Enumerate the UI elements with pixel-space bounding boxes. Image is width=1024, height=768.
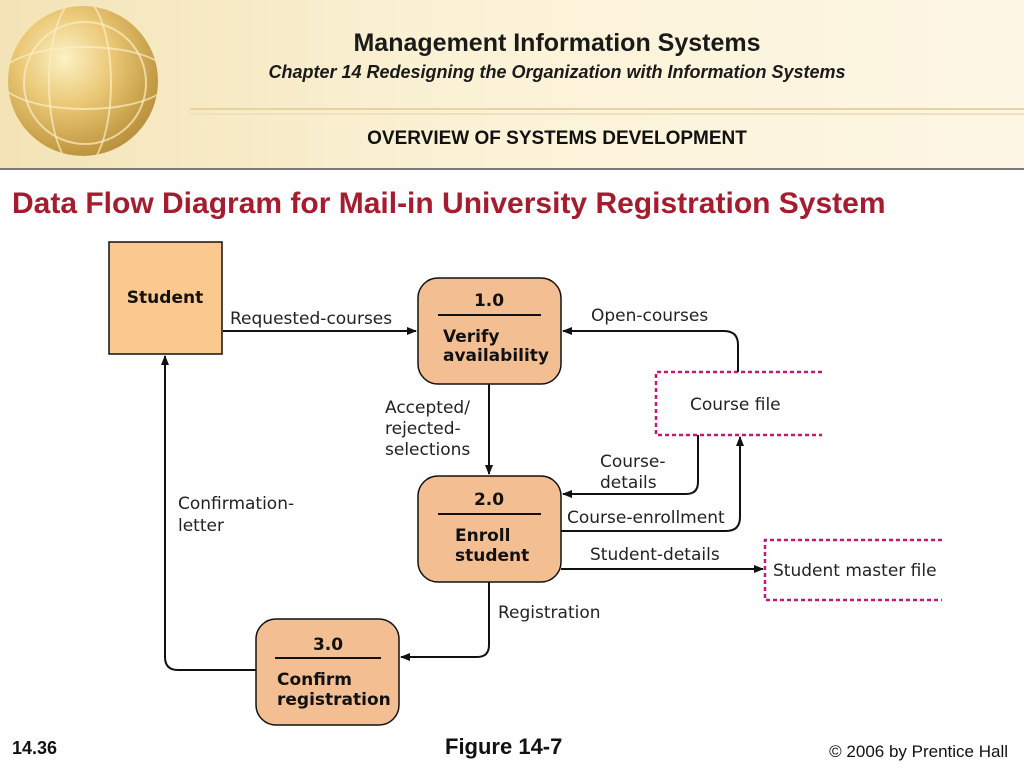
copyright: © 2006 by Prentice Hall	[829, 742, 1008, 761]
entity-student-label: Student	[127, 288, 203, 308]
process-3-number: 3.0	[313, 635, 343, 655]
flow-course-enrollment-label: Course-enrollment	[567, 508, 725, 528]
flow-open-courses	[562, 327, 739, 372]
process-2-line1: Enroll	[455, 526, 510, 546]
flow-confirmation-letter	[161, 355, 256, 671]
process-3-line1: Confirm	[277, 670, 352, 690]
process-3-line2: registration	[277, 690, 391, 710]
header-divider-secondary	[190, 113, 1024, 115]
flow-open-courses-label: Open-courses	[591, 306, 708, 326]
store-student-master-file-label: Student master file	[773, 561, 937, 581]
process-1-verify-availability: 1.0 Verify availability	[417, 277, 562, 385]
chapter-title: Chapter 14 Redesigning the Organization …	[268, 62, 846, 82]
store-student-master-file: Student master file	[763, 538, 942, 602]
process-2-line2: student	[455, 546, 529, 566]
globe-icon	[8, 6, 158, 156]
flow-course-details	[562, 435, 699, 498]
flow-requested-courses-label: Requested-courses	[230, 309, 392, 329]
flow-accepted-label-3: selections	[385, 440, 470, 460]
course-title: Management Information Systems	[353, 29, 761, 57]
store-course-file-label: Course file	[690, 395, 781, 415]
flow-course-enrollment	[561, 436, 744, 532]
header-divider	[190, 108, 1024, 110]
process-2-number: 2.0	[474, 490, 504, 510]
flow-course-details-label-2: details	[600, 473, 657, 493]
flow-accepted-label-2: rejected-	[385, 419, 461, 439]
flow-confirmation-label-2: letter	[178, 516, 224, 536]
process-2-enroll-student: 2.0 Enroll student	[417, 475, 562, 583]
process-3-confirm-registration: 3.0 Confirm registration	[255, 618, 400, 726]
store-course-file: Course file	[654, 370, 822, 437]
process-1-line1: Verify	[443, 327, 499, 347]
flow-registration-label: Registration	[498, 603, 601, 623]
flow-course-details-label-1: Course-	[600, 452, 666, 472]
process-1-number: 1.0	[474, 291, 504, 311]
page-number: 14.36	[12, 738, 58, 758]
flow-registration	[400, 582, 490, 661]
header-bottom-border	[0, 168, 1024, 170]
slide-header: Management Information Systems Chapter 1…	[0, 0, 1024, 170]
process-1-line2: availability	[443, 346, 549, 366]
entity-student	[108, 241, 223, 355]
slide-title: Data Flow Diagram for Mail-in University…	[12, 187, 886, 220]
figure-caption: Figure 14-7	[445, 734, 563, 759]
flow-accepted-label-1: Accepted/	[385, 398, 470, 418]
flow-student-details-label: Student-details	[590, 545, 720, 565]
section-title: OVERVIEW OF SYSTEMS DEVELOPMENT	[367, 128, 747, 149]
flow-confirmation-label-1: Confirmation-	[178, 494, 294, 514]
